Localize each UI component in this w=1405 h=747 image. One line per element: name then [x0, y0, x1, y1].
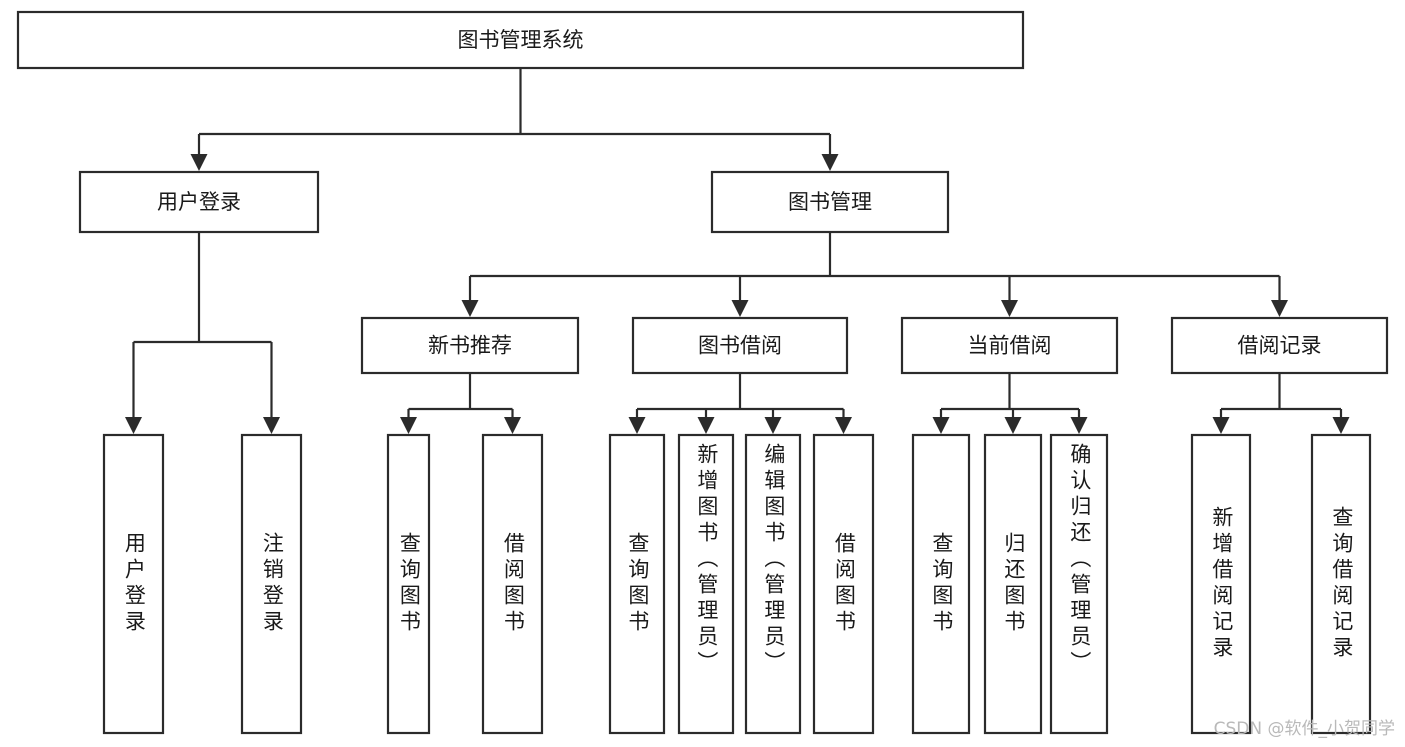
arrow-head-icon — [1070, 417, 1088, 434]
level3-node-2[interactable] — [900, 316, 1119, 375]
root-node-book-management-system[interactable] — [16, 10, 1025, 70]
level3-node-1[interactable] — [631, 316, 849, 375]
arrow-head-icon — [1271, 300, 1288, 317]
leaf-node-5-rect[interactable] — [677, 433, 735, 735]
level3-node-0-rect[interactable] — [360, 316, 580, 375]
level3-node-2-label: 当前借阅 — [968, 334, 1052, 358]
leaf-node-6-rect[interactable] — [744, 433, 802, 735]
leaf-node-9-rect[interactable] — [983, 433, 1043, 735]
leaf-node-12-rect[interactable] — [1310, 433, 1372, 735]
leaf-node-8-rect[interactable] — [911, 433, 971, 735]
leaf-node-1-rect[interactable] — [240, 433, 303, 735]
connector-root-to-level2 — [197, 68, 832, 156]
arrow-head-icon — [764, 417, 782, 434]
level2-node-0[interactable] — [78, 170, 320, 234]
arrow-head-icon — [1212, 417, 1230, 434]
watermark-credit: CSDN @软件_小贺同学 — [1213, 719, 1395, 739]
connectors-layer — [125, 68, 1350, 434]
root-node-book-management-system-label: 图书管理系统 — [458, 28, 584, 52]
level2-node-1[interactable] — [710, 170, 950, 234]
arrow-head-icon — [461, 300, 479, 317]
boxes-layer — [16, 10, 1389, 735]
leaf-node-4-rect[interactable] — [608, 433, 666, 735]
leaf-node-2-rect[interactable] — [386, 433, 431, 735]
arrow-head-icon — [1004, 417, 1022, 434]
leaf-node-10-rect[interactable] — [1049, 433, 1109, 735]
leaf-node-12[interactable] — [1310, 433, 1372, 735]
connector-level3-3-to-leaves — [1219, 373, 1343, 419]
leaf-node-3-rect[interactable] — [481, 433, 544, 735]
leaf-node-5[interactable] — [677, 433, 735, 735]
arrow-head-icon — [1001, 300, 1018, 317]
level3-node-3-label: 借阅记录 — [1238, 334, 1322, 358]
arrow-head-icon — [400, 417, 417, 434]
leaf-node-10[interactable] — [1049, 433, 1109, 735]
level3-node-0-label: 新书推荐 — [428, 334, 512, 358]
level2-node-1-label: 图书管理 — [788, 190, 872, 214]
level2-node-1-rect[interactable] — [710, 170, 950, 234]
connector-level3-2-to-leaves — [939, 373, 1081, 419]
connector-book-management-to-level3 — [468, 232, 1281, 302]
level3-node-2-rect[interactable] — [900, 316, 1119, 375]
connector-level3-0-to-leaves — [407, 373, 514, 419]
leaf-node-7-rect[interactable] — [812, 433, 875, 735]
arrow-head-icon — [821, 154, 839, 171]
leaf-node-9[interactable] — [983, 433, 1043, 735]
level3-node-1-label: 图书借阅 — [698, 334, 782, 358]
leaf-node-7[interactable] — [812, 433, 875, 735]
leaf-node-6[interactable] — [744, 433, 802, 735]
root-node-book-management-system-rect[interactable] — [16, 10, 1025, 70]
leaf-node-11-rect[interactable] — [1190, 433, 1252, 735]
arrow-head-icon — [190, 154, 208, 171]
leaf-node-3[interactable] — [481, 433, 544, 735]
leaf-node-0[interactable] — [102, 433, 165, 735]
level2-node-0-rect[interactable] — [78, 170, 320, 234]
level3-node-3[interactable] — [1170, 316, 1389, 375]
arrow-head-icon — [731, 300, 749, 317]
level3-node-3-rect[interactable] — [1170, 316, 1389, 375]
arrow-head-icon — [932, 417, 950, 434]
level3-node-1-rect[interactable] — [631, 316, 849, 375]
level3-node-0[interactable] — [360, 316, 580, 375]
leaf-node-2[interactable] — [386, 433, 431, 735]
leaf-node-0-rect[interactable] — [102, 433, 165, 735]
leaf-node-11[interactable] — [1190, 433, 1252, 735]
leaf-node-8[interactable] — [911, 433, 971, 735]
leaf-node-4[interactable] — [608, 433, 666, 735]
level2-node-0-label: 用户登录 — [157, 190, 241, 214]
connector-level3-1-to-leaves — [635, 373, 845, 419]
leaf-node-1[interactable] — [240, 433, 303, 735]
arrow-head-icon — [1332, 417, 1350, 434]
arrow-head-icon — [697, 417, 715, 434]
arrow-head-icon — [263, 417, 280, 434]
arrow-head-icon — [628, 417, 646, 434]
connector-user-login-to-leaves — [132, 232, 273, 419]
arrow-head-icon — [835, 417, 852, 434]
arrow-head-icon — [504, 417, 521, 434]
arrow-head-icon — [125, 417, 142, 434]
